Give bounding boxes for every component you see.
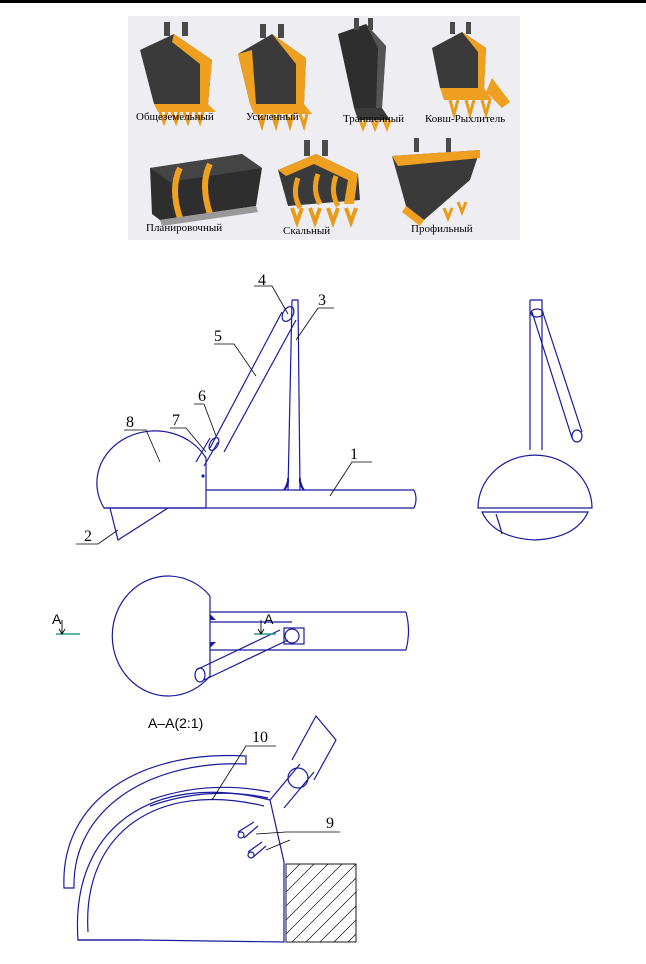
caption-ripper: Ковш-Рыхлитель bbox=[425, 113, 506, 125]
bucket-images bbox=[140, 18, 510, 228]
section-view: А–А(2:1) bbox=[63, 714, 357, 943]
caption-grading: Планировочный bbox=[146, 222, 223, 234]
boom-beam bbox=[206, 489, 417, 509]
bucket-body bbox=[96, 430, 207, 509]
outer-shell bbox=[63, 754, 247, 889]
bucket-image-grading bbox=[150, 154, 262, 226]
section-title: А–А(2:1) bbox=[148, 715, 203, 731]
pins bbox=[237, 821, 267, 859]
caption-trench: Траншейный bbox=[343, 113, 404, 125]
front-mast bbox=[529, 299, 543, 450]
callout-numbers: 1 2 3 4 5 6 7 8 9 10 bbox=[84, 272, 358, 832]
callout-8: 8 bbox=[126, 414, 134, 431]
liner bbox=[149, 786, 271, 801]
front-bucket bbox=[477, 454, 593, 509]
caption-rock: Скальный bbox=[283, 225, 331, 237]
hydraulic-cylinder bbox=[209, 311, 297, 453]
bucket-image-rock bbox=[278, 140, 360, 228]
callout-4: 4 bbox=[258, 272, 266, 289]
bucket-image-ripper bbox=[432, 22, 510, 120]
section-mark-right: А bbox=[264, 611, 274, 627]
front-view bbox=[477, 299, 593, 541]
caption-profile: Профильный bbox=[411, 223, 473, 235]
boom-section bbox=[285, 863, 357, 943]
side-view bbox=[96, 299, 417, 541]
plan-boom bbox=[210, 611, 410, 651]
callout-leaders bbox=[76, 285, 372, 851]
bucket-image-profile bbox=[392, 138, 480, 226]
callout-10: 10 bbox=[252, 729, 268, 746]
bucket-image-general bbox=[140, 22, 216, 127]
bucket-image-reinforced bbox=[238, 24, 312, 132]
callout-9: 9 bbox=[326, 815, 334, 832]
bucket-image-trench bbox=[338, 18, 392, 133]
inner-shell bbox=[76, 791, 285, 943]
bucket-blade bbox=[109, 507, 169, 541]
callout-7: 7 bbox=[172, 412, 180, 429]
plan-view: А А bbox=[52, 575, 410, 697]
front-cylinder bbox=[531, 309, 583, 439]
callout-3: 3 bbox=[318, 292, 326, 309]
plan-cylinder bbox=[195, 629, 289, 681]
callout-2: 2 bbox=[84, 528, 92, 545]
callout-6: 6 bbox=[198, 388, 206, 405]
cylinder-rod bbox=[195, 437, 219, 467]
section-mark-left: А bbox=[52, 611, 62, 627]
vertical-mast bbox=[287, 299, 301, 491]
section-cylinder bbox=[291, 714, 337, 781]
caption-general: Общеземельный bbox=[136, 111, 214, 123]
callout-1: 1 bbox=[350, 446, 358, 463]
plan-bucket-circle bbox=[111, 575, 211, 697]
callout-5: 5 bbox=[214, 328, 222, 345]
caption-reinforced: Усиленный bbox=[246, 111, 299, 123]
bucket-types-panel bbox=[128, 16, 520, 240]
header-rule bbox=[0, 0, 646, 3]
